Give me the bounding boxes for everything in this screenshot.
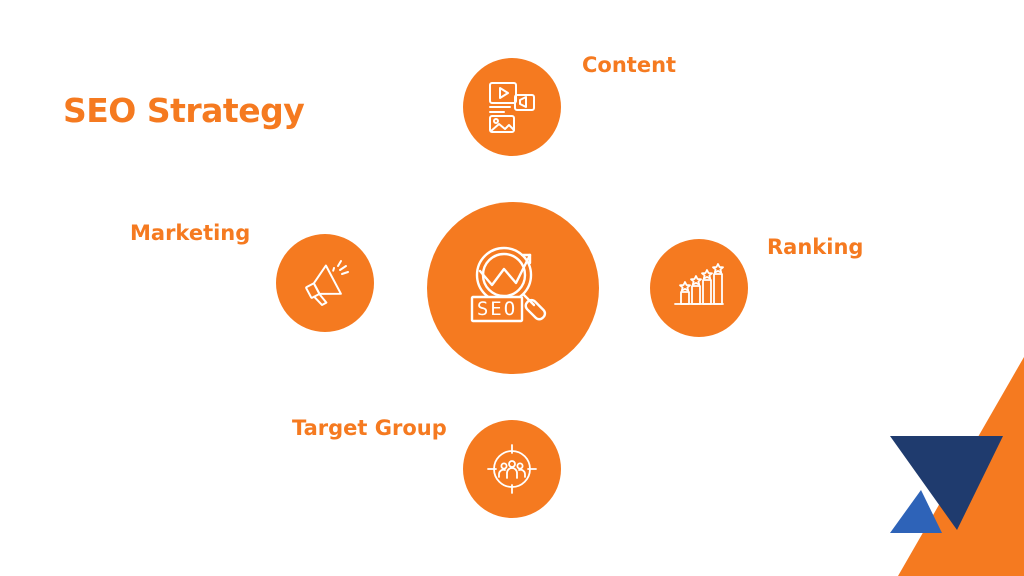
- logo-navy-triangle: [890, 436, 1003, 530]
- target-group-label: Target Group: [292, 416, 447, 440]
- seo-center-node: SEO: [427, 202, 599, 374]
- target-group-icon: [487, 444, 537, 494]
- page-title: SEO Strategy: [63, 91, 305, 130]
- content-node: [463, 58, 561, 156]
- content-label: Content: [582, 53, 677, 77]
- ranking-stars-chart-icon: [674, 263, 724, 305]
- seo-text: SEO: [476, 298, 518, 320]
- seo-search-growth-icon: [470, 246, 547, 323]
- megaphone-icon: [305, 260, 349, 306]
- ranking-node: [650, 239, 748, 337]
- marketing-label: Marketing: [130, 221, 251, 245]
- media-content-icon: [489, 82, 535, 133]
- target-group-node: [463, 420, 561, 518]
- ranking-label: Ranking: [767, 235, 864, 259]
- logo-orange-shape: [898, 357, 1024, 576]
- marketing-node: [276, 234, 374, 332]
- logo-blue-triangle: [890, 490, 942, 533]
